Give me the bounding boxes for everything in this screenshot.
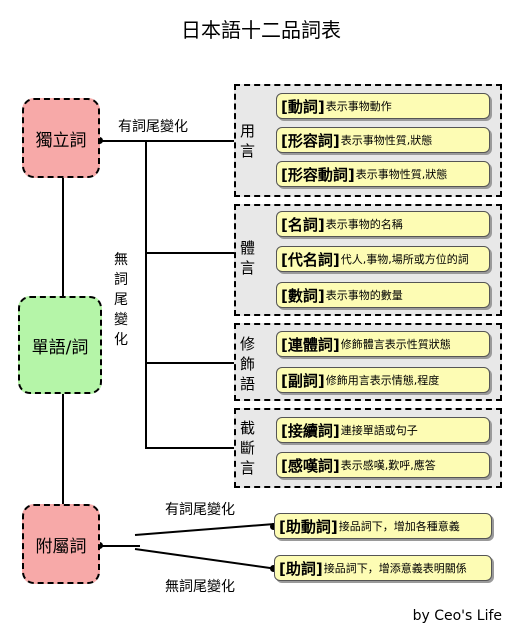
part-of-speech-item: [動詞]表示事物動作 bbox=[276, 93, 490, 119]
term-desc: 接品詞下，增添意義表明關係 bbox=[323, 562, 467, 575]
group-title-char: 用 bbox=[240, 122, 256, 140]
node-label: 獨立詞 bbox=[35, 130, 87, 151]
node-dependent-word: 附屬詞 bbox=[22, 504, 100, 584]
part-of-speech-item: [助動詞]接品詞下，增加各種意義 bbox=[274, 513, 492, 539]
label-uninflected: 無詞尾變化 bbox=[165, 579, 235, 595]
credit-text: by Ceo's Life bbox=[412, 608, 502, 624]
part-of-speech-item: [副詞]修飾用言表示情態,程度 bbox=[276, 367, 490, 393]
term-desc: 表示事物的名稱 bbox=[325, 218, 403, 231]
term-desc: 表示事物的數量 bbox=[325, 289, 403, 302]
label-char: 詞 bbox=[114, 272, 128, 288]
term-desc: 接品詞下，增加各種意義 bbox=[338, 520, 460, 533]
term-text: 助動詞 bbox=[285, 517, 331, 536]
connector-branch-shushokugo bbox=[145, 362, 248, 364]
part-of-speech-item: [形容動詞]表示事物性質,狀態 bbox=[276, 161, 490, 187]
term-desc: 表示事物動作 bbox=[325, 100, 392, 113]
label-char: 化 bbox=[114, 332, 128, 348]
label-char: 無 bbox=[114, 252, 128, 268]
connector-dot bbox=[270, 523, 277, 530]
part-of-speech-item: [形容詞]表示事物性質,狀態 bbox=[276, 127, 490, 153]
group-title-char: 言 bbox=[240, 259, 256, 277]
term-desc: 修飾用言表示情態,程度 bbox=[325, 374, 440, 387]
part-of-speech-item: [接續詞]連接單語或句子 bbox=[276, 417, 490, 443]
connector-branch-taigen bbox=[145, 252, 248, 254]
term: [連體詞] bbox=[281, 335, 340, 354]
group-title: 截 斷 言 bbox=[240, 418, 255, 478]
term: [形容詞] bbox=[281, 131, 340, 150]
term-desc: 表示事物性質,狀態 bbox=[355, 168, 448, 181]
connector-dependent-horizontal bbox=[100, 545, 140, 547]
part-of-speech-item: [數詞]表示事物的數量 bbox=[276, 282, 490, 308]
term-desc: 連接單語或句子 bbox=[340, 424, 418, 437]
connector-branch-setsudango bbox=[145, 447, 248, 449]
group-title-char: 體 bbox=[240, 239, 256, 257]
term: [形容動詞] bbox=[281, 165, 355, 184]
term-text: 動詞 bbox=[287, 97, 318, 116]
group-title: 用 言 bbox=[240, 121, 255, 161]
term: [助動詞] bbox=[279, 517, 338, 536]
part-of-speech-item: [代名詞]代人,事物,場所或方位的詞 bbox=[276, 246, 490, 272]
term: [接續詞] bbox=[281, 421, 340, 440]
group-title-char: 截 bbox=[240, 419, 256, 437]
connector-independent-horizontal bbox=[100, 140, 248, 142]
label-char: 尾 bbox=[114, 292, 128, 308]
node-label: 單語/詞 bbox=[31, 337, 89, 358]
term-text: 助詞 bbox=[285, 559, 316, 578]
term-text: 感嘆詞 bbox=[287, 456, 333, 475]
label-char: 變 bbox=[114, 312, 128, 328]
connector-dot bbox=[270, 565, 277, 572]
group-title-char: 修 bbox=[240, 335, 256, 353]
term: [數詞] bbox=[281, 286, 325, 305]
group-title-char: 語 bbox=[240, 375, 256, 393]
connector-left-vertical-top bbox=[62, 176, 64, 296]
term: [代名詞] bbox=[281, 250, 340, 269]
term: [助詞] bbox=[279, 559, 323, 578]
part-of-speech-item: [感嘆詞]表示感嘆,歎呼,應答 bbox=[276, 452, 490, 478]
term: [副詞] bbox=[281, 371, 325, 390]
label-inflected: 有詞尾變化 bbox=[165, 502, 235, 518]
connector-left-vertical-bottom bbox=[62, 394, 64, 504]
group-title-char: 飾 bbox=[240, 355, 256, 373]
connector-trunk-vertical bbox=[145, 140, 147, 449]
term-text: 代名詞 bbox=[287, 250, 333, 269]
term: [感嘆詞] bbox=[281, 456, 340, 475]
part-of-speech-item: [連體詞]修飾體言表示性質狀態 bbox=[276, 331, 490, 357]
node-word: 單語/詞 bbox=[18, 296, 102, 394]
node-independent-word: 獨立詞 bbox=[22, 98, 100, 178]
connector-dependent-diag-up bbox=[134, 523, 275, 536]
term: [動詞] bbox=[281, 97, 325, 116]
part-of-speech-item: [名詞]表示事物的名稱 bbox=[276, 211, 490, 237]
group-title-char: 言 bbox=[240, 142, 256, 160]
page-title: 日本語十二品詞表 bbox=[181, 18, 341, 42]
term-text: 形容詞 bbox=[287, 131, 333, 150]
group-title-char: 斷 bbox=[240, 439, 256, 457]
term: [名詞] bbox=[281, 215, 325, 234]
connector-dependent-diag-down bbox=[134, 548, 274, 570]
term-text: 接續詞 bbox=[287, 421, 333, 440]
part-of-speech-item: [助詞]接品詞下，增添意義表明關係 bbox=[274, 555, 492, 581]
term-text: 連體詞 bbox=[287, 335, 333, 354]
group-title: 修 飾 語 bbox=[240, 334, 255, 394]
node-label: 附屬詞 bbox=[35, 536, 87, 557]
term-text: 數詞 bbox=[287, 286, 318, 305]
term-text: 名詞 bbox=[287, 215, 318, 234]
term-desc: 表示感嘆,歎呼,應答 bbox=[340, 459, 436, 472]
term-text: 形容動詞 bbox=[287, 165, 348, 184]
group-title-char: 言 bbox=[240, 459, 256, 477]
label-uninflected: 無 詞 尾 變 化 bbox=[114, 250, 128, 350]
group-title: 體 言 bbox=[240, 238, 255, 278]
term-desc: 表示事物性質,狀態 bbox=[340, 134, 433, 147]
term-text: 副詞 bbox=[287, 371, 318, 390]
term-desc: 修飾體言表示性質狀態 bbox=[340, 338, 451, 351]
label-inflected: 有詞尾變化 bbox=[118, 119, 188, 135]
term-desc: 代人,事物,場所或方位的詞 bbox=[340, 253, 469, 266]
